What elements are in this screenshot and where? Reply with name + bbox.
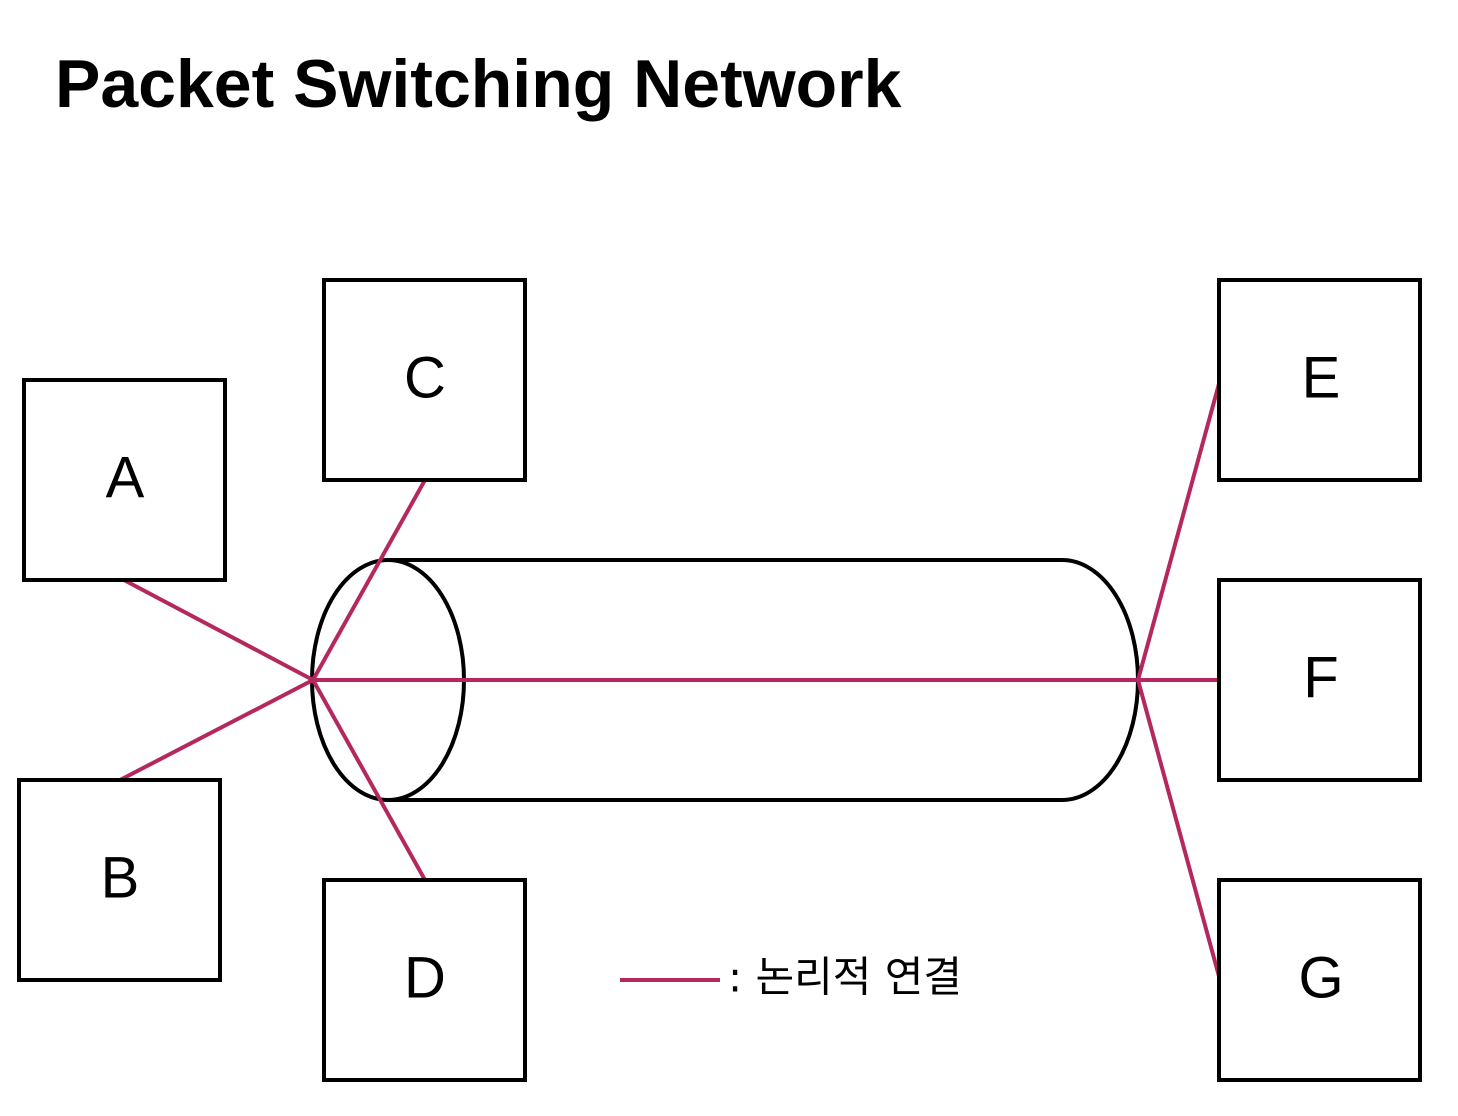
node-g-label: G [1298, 945, 1343, 1010]
node-c-box [322, 278, 527, 482]
node-d-label: D [404, 945, 446, 1010]
link-d [311, 679, 427, 881]
node-a-box [22, 378, 227, 582]
diagram-title: Packet Switching Network [55, 46, 902, 122]
node-c-label: C [404, 345, 446, 410]
node-c: C [322, 278, 527, 482]
node-e-box [1217, 278, 1422, 482]
legend: : 논리적 연결 [620, 953, 962, 1002]
node-g-box [1217, 878, 1422, 1082]
node-f: F [1217, 578, 1422, 782]
node-d: D [322, 878, 527, 1082]
legend-text: : 논리적 연결 [728, 953, 962, 1002]
link-a [123, 578, 314, 682]
node-a-label: A [106, 445, 145, 510]
node-f-label: F [1303, 645, 1338, 710]
link-c [311, 479, 427, 681]
node-e-label: E [1302, 345, 1341, 410]
node-g: G [1217, 878, 1422, 1082]
node-e: E [1217, 278, 1422, 482]
node-b-box [17, 778, 222, 982]
link-g [1136, 679, 1222, 981]
node-b: B [17, 778, 222, 982]
node-a: A [22, 378, 227, 582]
link-b [119, 678, 314, 782]
node-d-box [322, 878, 527, 1082]
node-b-label: B [101, 845, 140, 910]
logical-links [119, 379, 1222, 981]
node-f-box [1217, 578, 1422, 782]
link-e [1136, 379, 1222, 681]
